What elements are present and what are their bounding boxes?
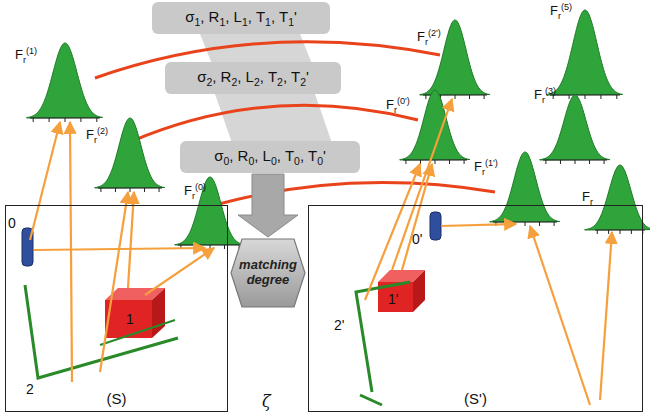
hexagon-label: matching degree (238, 258, 298, 288)
curve-tick (33, 118, 34, 122)
object-2p (356, 282, 410, 392)
callout-number: 0' (412, 232, 422, 247)
parameter-text: σ1, R1, L1, T1, T1' (185, 8, 297, 28)
curve-tick (159, 188, 160, 192)
curve-tick (560, 160, 561, 164)
ray-arrow (600, 232, 612, 400)
parameter-band: σ0, R0, L0, T0, T0' (180, 141, 360, 173)
ray-arrow (392, 99, 452, 270)
object-2p-foot (360, 395, 382, 405)
distribution-curve (95, 118, 165, 188)
curve-tick (420, 160, 421, 164)
ray-arrow (441, 224, 516, 226)
matching-symbol: ζ (262, 393, 271, 411)
curve-tick (604, 160, 605, 164)
callout-number: 1 (126, 312, 134, 327)
curve-tick (464, 160, 465, 164)
distribution-label: Fr(2') (417, 28, 441, 47)
distribution-curve (27, 43, 103, 118)
scene-box: (S) (5, 205, 228, 412)
distribution-label: Fr(2) (86, 126, 108, 145)
curve-tick (525, 222, 526, 226)
parameter-band: σ1, R1, L1, T1, T1' (152, 2, 330, 34)
scene-label: (S) (6, 390, 227, 407)
distribution-label: Fr(3) (534, 86, 556, 105)
curve-tick (589, 160, 590, 164)
object-1-side (152, 288, 165, 338)
object-1 (105, 300, 152, 338)
correspondence-arc (130, 105, 418, 142)
ray-arrow (34, 248, 205, 250)
curve-tick (569, 95, 570, 99)
curve-tick (405, 160, 406, 164)
curve-tick (115, 188, 116, 192)
distribution-curve (490, 152, 560, 222)
ray-arrow (530, 226, 590, 405)
curve-tick (130, 188, 131, 192)
hexagon-shape (231, 239, 305, 307)
curve-tick (80, 118, 81, 122)
ray-arrow (365, 164, 420, 300)
scene-label: (S') (309, 390, 642, 407)
ray-arrow (128, 192, 134, 288)
object-1p-side (413, 270, 425, 312)
curve-tick (425, 95, 426, 99)
parameter-text: σ2, R2, L2, T2, T2' (197, 68, 309, 88)
curve-tick (575, 160, 576, 164)
curve-tick (49, 118, 50, 122)
curve-tick (554, 222, 555, 226)
curve-tick (608, 230, 609, 234)
callout-number: 0 (8, 216, 16, 231)
curve-tick (545, 160, 546, 164)
distribution-label: Fr(1') (474, 158, 498, 177)
ray-arrow (145, 248, 214, 295)
curve-tick (449, 160, 450, 164)
ray-arrow (30, 122, 60, 240)
curve-tick (435, 160, 436, 164)
curve-tick (631, 230, 632, 234)
distribution-label: Fr(0) (184, 182, 206, 201)
callout-number: 2 (26, 382, 34, 397)
distribution-curve (420, 20, 490, 95)
distribution-curve (585, 165, 650, 230)
curve-tick (484, 95, 485, 99)
curve-tick (96, 118, 97, 122)
parameter-text: σ0, R0, L0, T0, T0' (214, 147, 326, 167)
ray-arrow (100, 192, 128, 372)
curve-tick (539, 222, 540, 226)
object-0p (430, 212, 441, 240)
distribution-label: Fr (582, 190, 593, 207)
scene-box: (S') (308, 205, 643, 412)
matching-hexagon: matching degree (230, 238, 306, 308)
curve-tick (597, 230, 598, 234)
distribution-curve (175, 177, 245, 245)
band-ribbon (215, 94, 332, 143)
distribution-curve (540, 95, 610, 160)
curve-tick (100, 188, 101, 192)
parameter-band: σ2, R2, L2, T2, T2' (165, 62, 341, 94)
ray-arrow (70, 122, 72, 382)
curve-tick (620, 230, 621, 234)
curve-tick (455, 95, 456, 99)
flow-arrow (238, 174, 298, 237)
ray-arrow (402, 164, 432, 270)
curve-tick (600, 95, 601, 99)
curve-tick (65, 118, 66, 122)
curve-tick (585, 95, 586, 99)
curve-tick (144, 188, 145, 192)
callout-number: 1' (388, 292, 398, 307)
curve-tick (616, 95, 617, 99)
curve-tick (224, 245, 225, 249)
callout-number: 2' (334, 318, 344, 333)
curve-tick (469, 95, 470, 99)
distribution-label: Fr(5) (550, 2, 572, 21)
distribution-label: Fr(0') (386, 96, 410, 115)
object-2-edge (100, 320, 175, 345)
distribution-curve (547, 10, 623, 95)
curve-tick (210, 245, 211, 249)
distribution-label: Fr(1) (15, 46, 37, 65)
